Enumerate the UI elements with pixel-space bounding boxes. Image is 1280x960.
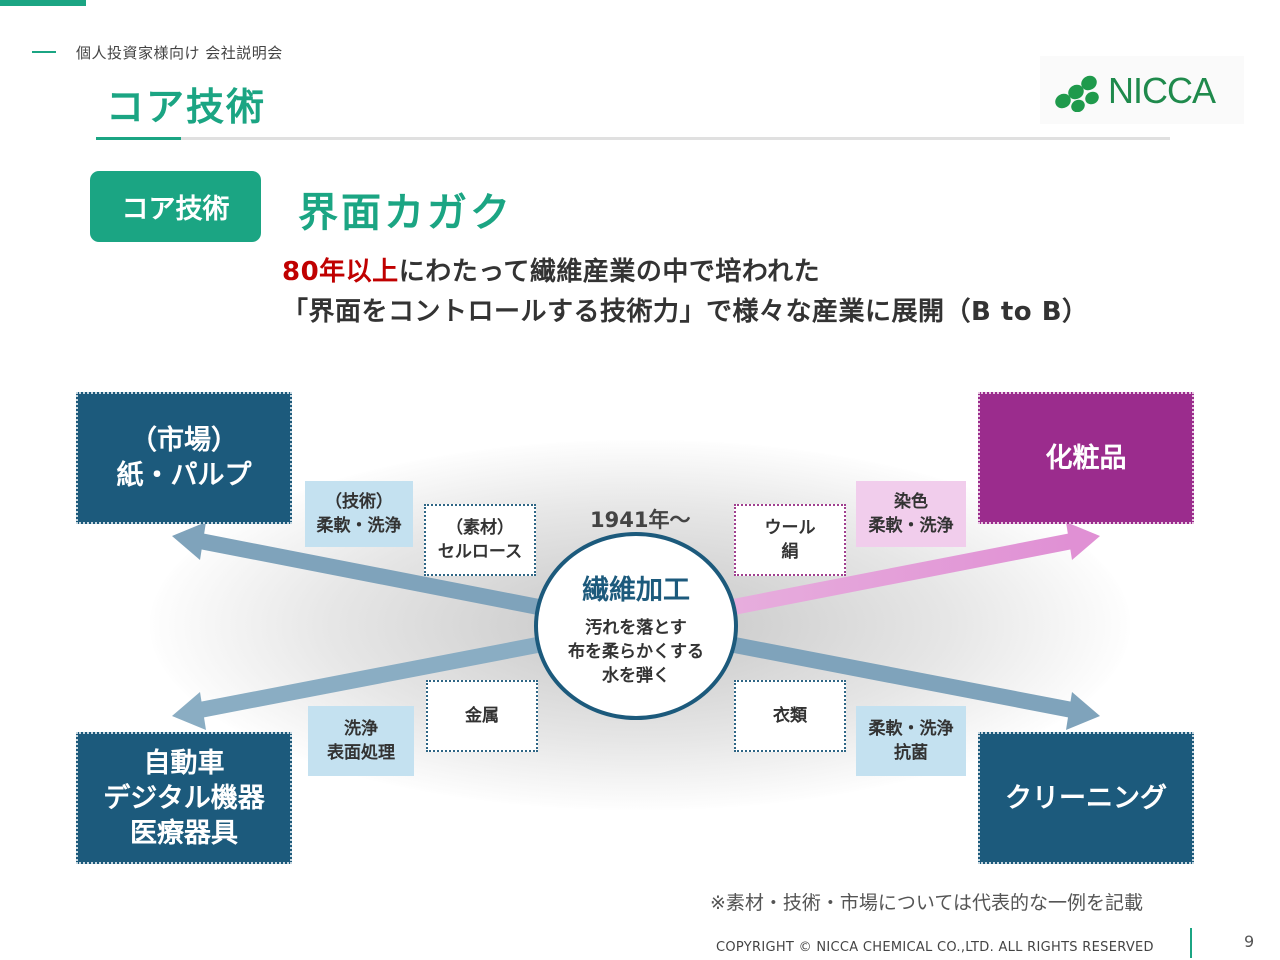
- highlight-years: 80年以上: [282, 257, 399, 287]
- subtitle-dash: [32, 51, 56, 53]
- description-line-1: 80年以上にわたって繊維産業の中で培われた: [282, 252, 1089, 292]
- market-automotive-line2: デジタル機器: [103, 782, 265, 814]
- market-automotive-line1: 自動車: [143, 747, 225, 779]
- tag-paper-technology-line2: 柔軟・洗浄: [316, 516, 402, 536]
- market-automotive-line3: 医療器具: [130, 817, 238, 849]
- tag-automotive-technology: 洗浄 表面処理: [308, 706, 414, 776]
- presentation-subtitle: 個人投資家様向け 会社説明会: [76, 44, 283, 62]
- tag-cleaning-material-line1: 衣類: [773, 706, 807, 726]
- tag-cosmetics-material: ウール 絹: [734, 504, 846, 576]
- nicca-logo: NICCA: [1040, 56, 1244, 124]
- tag-cosmetics-material-line2: 絹: [781, 542, 799, 562]
- title-underline-accent: [96, 137, 181, 140]
- tag-paper-technology: （技術） 柔軟・洗浄: [305, 481, 413, 547]
- market-cleaning-name: クリーニング: [1005, 782, 1167, 814]
- tag-cosmetics-technology-line1: 染色: [894, 492, 928, 512]
- market-cosmetics-name: 化粧品: [1045, 442, 1127, 474]
- market-paper-name: 紙・パルプ: [116, 460, 252, 491]
- center-description: 汚れを落とす 布を柔らかくする 水を弾く: [538, 616, 734, 688]
- page-title: コア技術: [106, 85, 267, 129]
- center-title: 繊維加工: [582, 575, 690, 606]
- textile-processing-circle: 繊維加工 汚れを落とす 布を柔らかくする 水を弾く: [534, 532, 738, 720]
- tag-paper-technology-line1: （技術）: [325, 492, 393, 512]
- market-cosmetics: 化粧品: [978, 392, 1194, 524]
- core-tech-headline: 界面カガク: [298, 190, 513, 236]
- since-year-label: 1941年～: [590, 508, 691, 532]
- core-tech-badge: コア技術: [90, 171, 261, 242]
- tag-cleaning-technology-line1: 柔軟・洗浄: [868, 719, 954, 739]
- tag-automotive-material-line1: 金属: [465, 706, 499, 726]
- tag-cleaning-technology-line2: 抗菌: [894, 743, 928, 763]
- market-paper-label: （市場）: [130, 425, 238, 456]
- title-underline: [96, 137, 1170, 140]
- center-line-1: 汚れを落とす: [585, 618, 687, 638]
- description-line-2: 「界面をコントロールする技術力」で様々な産業に展開（B to B）: [282, 297, 1089, 327]
- footer-divider: [1190, 928, 1192, 958]
- tag-cosmetics-material-line1: ウール: [764, 518, 816, 538]
- tag-paper-material-line2: セルロース: [437, 542, 523, 562]
- tag-paper-material-line1: （素材）: [446, 518, 514, 538]
- core-tech-description: 80年以上にわたって繊維産業の中で培われた 「界面をコントロールする技術力」で様…: [282, 252, 1089, 332]
- market-automotive-digital-medical: 自動車 デジタル機器 医療器具: [76, 732, 292, 864]
- market-paper-pulp: （市場） 紙・パルプ: [76, 392, 292, 524]
- market-cleaning: クリーニング: [978, 732, 1194, 864]
- logo-text: NICCA: [1108, 70, 1216, 111]
- center-line-2: 布を柔らかくする: [568, 642, 704, 662]
- page-number: 9: [1244, 932, 1255, 951]
- footnote: ※素材・技術・市場については代表的な一例を記載: [710, 892, 1143, 914]
- tag-automotive-technology-line1: 洗浄: [344, 719, 378, 739]
- description-line-1-rest: にわたって繊維産業の中で培われた: [398, 257, 821, 287]
- top-accent-bar: [0, 0, 86, 6]
- tag-automotive-technology-line2: 表面処理: [327, 743, 395, 763]
- tag-cosmetics-technology: 染色 柔軟・洗浄: [856, 481, 966, 547]
- center-line-3: 水を弾く: [602, 666, 670, 686]
- tag-paper-material: （素材） セルロース: [424, 504, 536, 576]
- tag-cosmetics-technology-line2: 柔軟・洗浄: [868, 516, 954, 536]
- logo-mark-icon: [1055, 75, 1099, 112]
- tag-cleaning-material: 衣類: [734, 680, 846, 752]
- copyright-text: COPYRIGHT © NICCA CHEMICAL CO.,LTD. ALL …: [716, 940, 1154, 955]
- tag-cleaning-technology: 柔軟・洗浄 抗菌: [856, 706, 966, 776]
- tag-automotive-material: 金属: [426, 680, 538, 752]
